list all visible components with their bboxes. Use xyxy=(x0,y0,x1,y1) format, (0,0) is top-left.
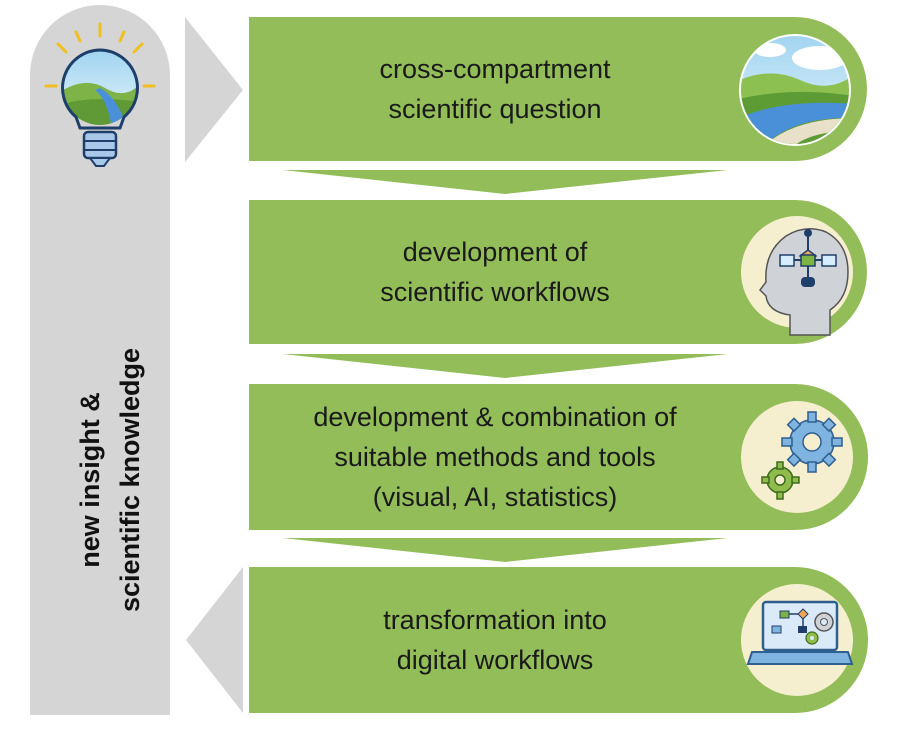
landscape-river-icon xyxy=(739,34,851,146)
laptop-workflow-icon xyxy=(741,584,854,696)
step-4 xyxy=(249,567,868,713)
step-4-label: transformation into digital workflows xyxy=(250,567,740,713)
chevron-arrow xyxy=(283,170,728,194)
feedback-arrow-bottom xyxy=(186,567,243,713)
step-3-line-3: (visual, AI, statistics) xyxy=(372,482,618,512)
step-3-line-2: suitable methods and tools xyxy=(334,442,656,472)
head-flowchart-icon xyxy=(741,216,853,336)
feedback-label-line-2: scientific knowledge xyxy=(115,347,145,613)
step-1-line-1: cross-compartment xyxy=(379,54,611,84)
gears-icon xyxy=(741,401,853,513)
step-3 xyxy=(249,384,868,530)
step-2-label: development of scientific workflows xyxy=(250,200,740,344)
step-2-line-1: development of xyxy=(402,237,588,267)
step-2 xyxy=(249,200,867,344)
step-3-line-1: development & combination of xyxy=(313,402,677,432)
chevron-arrow xyxy=(283,538,728,562)
step-4-line-2: digital workflows xyxy=(396,645,594,675)
step-1-line-2: scientific question xyxy=(388,94,602,124)
feedback-loop xyxy=(30,5,243,715)
step-2-line-2: scientific workflows xyxy=(380,277,610,307)
chevron-arrow xyxy=(283,354,728,378)
step-1-label: cross-compartment scientific question xyxy=(250,17,740,161)
step-4-line-1: transformation into xyxy=(383,605,607,635)
feedback-label-line-1: new insight & xyxy=(75,392,105,568)
step-3-label: development & combination of suitable me… xyxy=(250,384,740,530)
feedback-arrow-top xyxy=(185,17,243,162)
step-1 xyxy=(249,17,867,161)
feedback-label: new insight & scientific knowledge xyxy=(60,280,160,680)
